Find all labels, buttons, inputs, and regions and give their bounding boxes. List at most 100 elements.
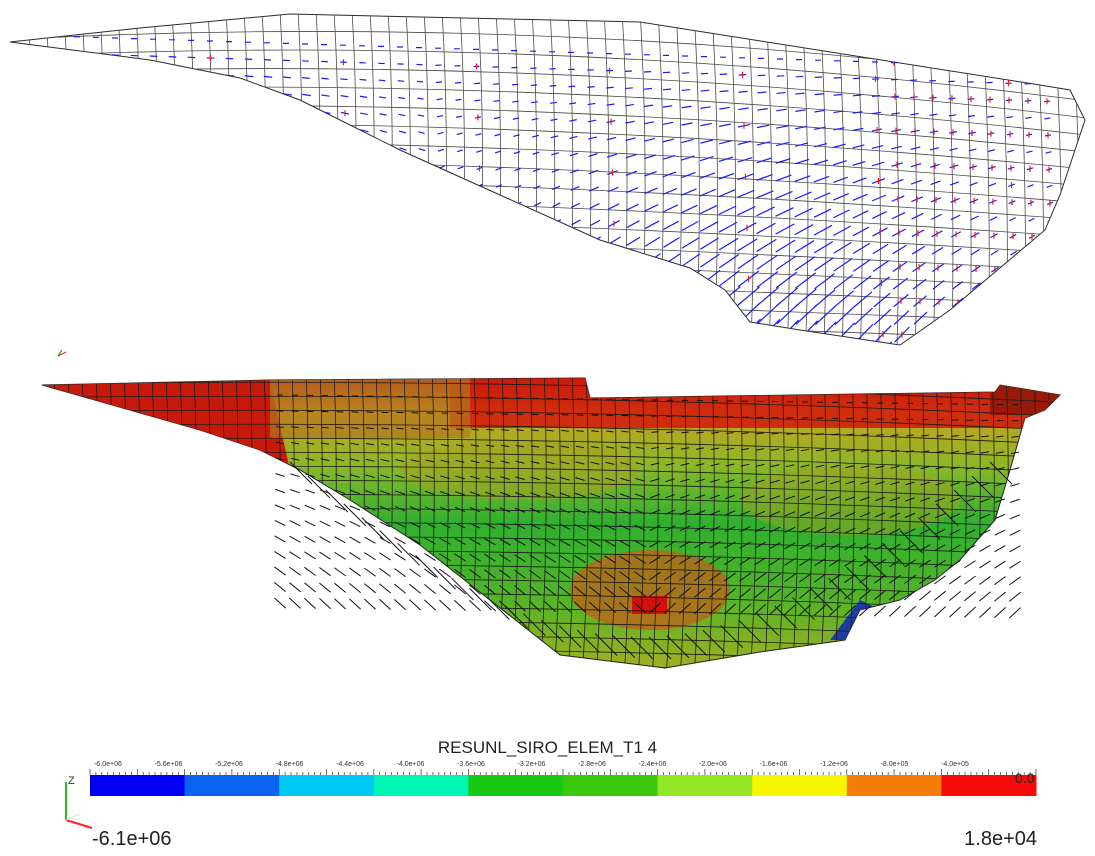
stress-vector bbox=[757, 91, 767, 94]
top-mesh-line bbox=[127, 14, 140, 345]
stress-vector bbox=[110, 120, 125, 126]
stress-vector-dark bbox=[649, 493, 661, 499]
stress-vector bbox=[699, 205, 718, 215]
stress-vector-dark bbox=[799, 573, 811, 583]
stress-vector bbox=[894, 342, 911, 345]
stress-vector bbox=[833, 225, 851, 236]
stress-vector bbox=[21, 316, 36, 332]
stress-vector-dark bbox=[409, 490, 421, 495]
stress-vector bbox=[404, 315, 412, 323]
stress-vector bbox=[625, 87, 633, 90]
stress-vector bbox=[382, 230, 391, 237]
top-mesh-line bbox=[36, 14, 50, 345]
edge-vector bbox=[989, 461, 1013, 485]
stress-vector-dark bbox=[379, 552, 391, 561]
stress-vector bbox=[495, 167, 502, 171]
stress-vector bbox=[777, 335, 800, 345]
stress-vector bbox=[167, 204, 187, 216]
stress-vector-dark bbox=[516, 429, 524, 432]
stress-vector bbox=[592, 335, 605, 345]
stress-vector bbox=[360, 112, 368, 116]
stress-vector-dark bbox=[486, 428, 494, 431]
stress-vector bbox=[206, 269, 228, 289]
stress-vector bbox=[55, 218, 72, 229]
stress-vector bbox=[553, 235, 562, 242]
stress-vector bbox=[479, 268, 486, 273]
stress-vector bbox=[531, 117, 539, 121]
stress-vector-dark bbox=[336, 426, 344, 429]
stress-vector-dark bbox=[574, 555, 586, 563]
stress-vector-dark bbox=[666, 431, 674, 434]
stress-vector bbox=[460, 267, 467, 273]
stress-vector bbox=[244, 174, 260, 182]
stress-vector-dark bbox=[919, 497, 931, 502]
stress-vector-dark bbox=[304, 504, 316, 511]
stress-vector bbox=[302, 193, 317, 201]
stress-vector bbox=[493, 116, 501, 120]
stress-vector-dark bbox=[544, 507, 556, 514]
stress-vector bbox=[17, 101, 27, 105]
stress-vector bbox=[571, 219, 581, 226]
stress-vector bbox=[681, 105, 692, 109]
stress-vector-dark bbox=[724, 572, 736, 582]
edge-vector bbox=[361, 517, 385, 540]
stress-vector bbox=[1050, 319, 1057, 325]
stress-vector-dark bbox=[801, 433, 809, 435]
top-mesh-line bbox=[747, 14, 755, 345]
stress-vector bbox=[892, 277, 909, 290]
stress-vector-dark bbox=[769, 604, 781, 616]
stress-vector-dark bbox=[544, 554, 556, 563]
stress-vector bbox=[359, 95, 368, 98]
stress-vector-dark bbox=[844, 527, 856, 534]
stress-vector bbox=[363, 279, 375, 289]
stress-vector bbox=[263, 158, 278, 165]
stress-vector-dark bbox=[859, 574, 871, 584]
stress-vector bbox=[245, 255, 264, 271]
stress-vector-dark bbox=[589, 555, 601, 564]
stress-vector-dark bbox=[379, 521, 391, 528]
stress-vector-dark bbox=[529, 600, 541, 612]
stress-vector-dark bbox=[815, 480, 825, 485]
stress-vector bbox=[282, 76, 292, 79]
stress-vector bbox=[422, 265, 429, 272]
stress-vector-dark bbox=[679, 494, 691, 499]
stress-vector-dark bbox=[275, 457, 285, 461]
stress-vector bbox=[244, 75, 254, 78]
stress-vector-dark bbox=[696, 431, 704, 434]
stress-vector bbox=[606, 136, 617, 141]
stress-vector-dark bbox=[379, 598, 391, 610]
stress-vector-dark bbox=[425, 443, 435, 447]
stress-vector bbox=[834, 290, 854, 308]
stress-vector-dark bbox=[979, 560, 991, 569]
stress-vector-dark bbox=[829, 604, 841, 616]
stress-vector bbox=[56, 283, 75, 300]
stress-vector bbox=[701, 301, 722, 322]
stress-vector bbox=[498, 268, 505, 274]
stress-vector-dark bbox=[485, 475, 495, 480]
stress-vector bbox=[681, 237, 700, 249]
stress-vector-dark bbox=[559, 601, 571, 613]
stress-vector bbox=[303, 242, 319, 254]
stress-vector bbox=[1044, 117, 1051, 120]
stress-vector bbox=[590, 269, 603, 279]
stress-vector-dark bbox=[755, 479, 765, 484]
stress-vector bbox=[205, 237, 227, 253]
stress-vector-dark bbox=[409, 537, 421, 545]
stress-vector bbox=[205, 189, 224, 199]
stress-vector-dark bbox=[859, 589, 871, 600]
stress-vector-dark bbox=[409, 506, 421, 512]
stress-vector bbox=[911, 245, 926, 255]
stress-vector bbox=[322, 177, 334, 184]
stress-vector-dark bbox=[979, 575, 991, 585]
stress-vector-dark bbox=[874, 574, 886, 584]
stress-vector-dark bbox=[544, 539, 556, 547]
stress-vector-dark bbox=[844, 558, 856, 567]
stress-vector bbox=[682, 285, 702, 303]
stress-vector-dark bbox=[754, 572, 766, 582]
stress-vector-dark bbox=[484, 553, 496, 562]
stress-vector bbox=[321, 144, 333, 149]
stress-vector bbox=[379, 113, 387, 116]
stress-vector bbox=[245, 288, 266, 307]
stress-vector-dark bbox=[590, 446, 600, 449]
